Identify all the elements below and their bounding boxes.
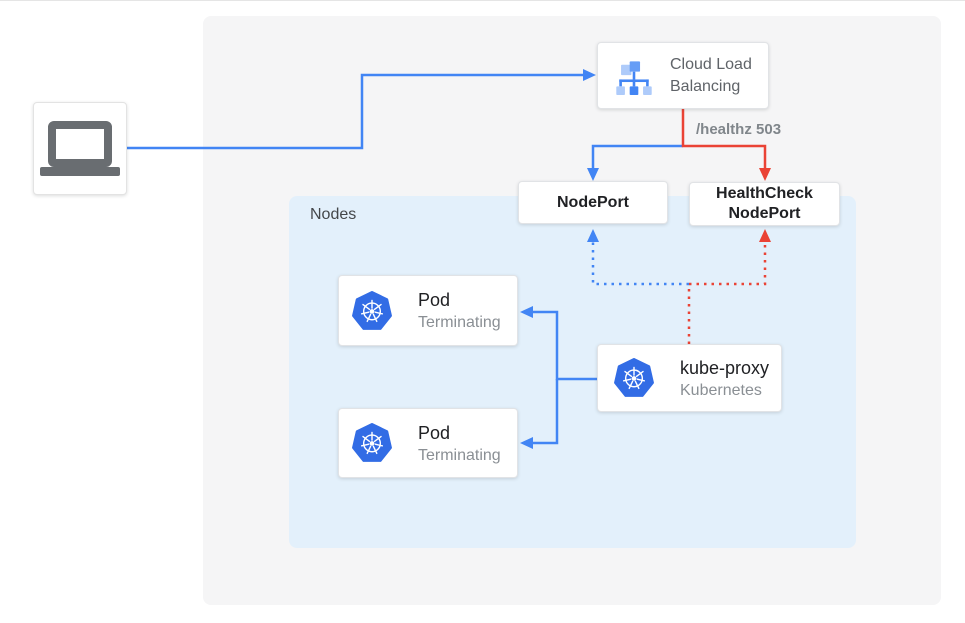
healthcheck-nodeport-label: HealthCheck NodePort	[716, 185, 813, 222]
kubernetes-icon	[614, 357, 654, 399]
kubernetes-icon	[352, 290, 392, 332]
nodeport-node: NodePort	[518, 181, 668, 224]
pod1-title: Pod	[418, 290, 451, 310]
cloud-load-balancing-icon	[615, 56, 653, 96]
kube-proxy-subtitle: Kubernetes	[680, 381, 762, 399]
pod1-status: Terminating	[418, 314, 501, 331]
kube-proxy-title: kube-proxy	[680, 357, 770, 378]
client-node	[33, 102, 127, 195]
kube-proxy-node: kube-proxy Kubernetes	[597, 344, 782, 412]
cloud-load-balancing-label: Cloud Load Balancing	[670, 55, 752, 95]
pod-node-2: Pod Terminating	[338, 408, 518, 478]
top-divider	[0, 0, 965, 1]
healthz-status-label: /healthz 503	[696, 121, 782, 138]
kubernetes-icon	[352, 422, 392, 464]
healthcheck-nodeport-node: HealthCheck NodePort	[689, 182, 840, 226]
pod2-status: Terminating	[418, 446, 501, 464]
nodes-container-label: Nodes	[310, 206, 357, 223]
cloud-load-balancing-node: Cloud Load Balancing	[597, 42, 769, 109]
nodeport-label: NodePort	[557, 193, 629, 211]
laptop-icon	[40, 121, 120, 176]
pod2-title: Pod	[418, 422, 451, 443]
pod-node-1: Pod Terminating	[338, 275, 518, 346]
